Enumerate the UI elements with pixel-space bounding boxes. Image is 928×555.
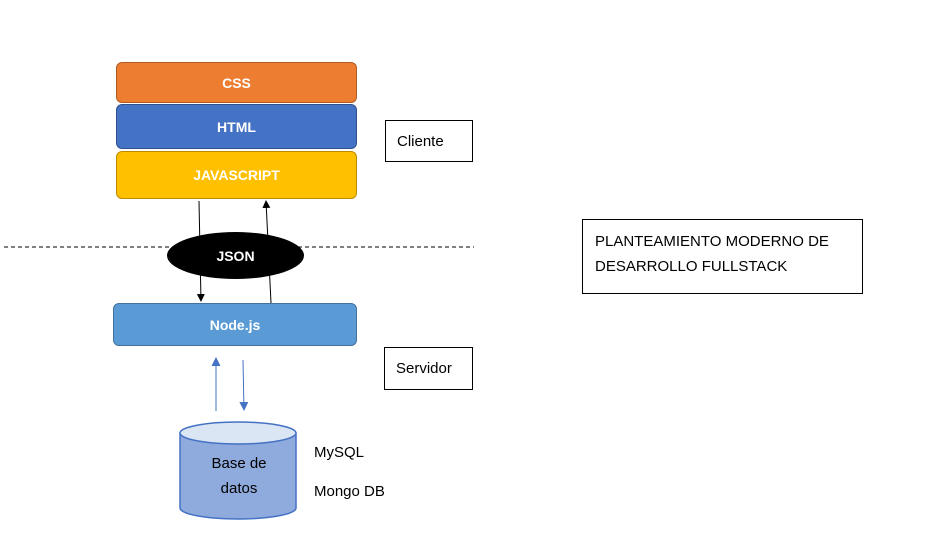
nodejs-layer: Node.js <box>113 303 357 346</box>
json-ellipse: JSON <box>167 232 304 279</box>
json-label: JSON <box>216 247 255 264</box>
nodejs-label: Node.js <box>209 316 261 333</box>
database-label: Base de datos <box>182 451 296 501</box>
javascript-label: JAVASCRIPT <box>193 167 280 183</box>
database-label-line2: datos <box>220 480 258 497</box>
html-label: HTML <box>217 118 256 135</box>
javascript-layer: JAVASCRIPT <box>116 151 357 199</box>
title-box: PLANTEAMIENTO MODERNO DE DESARROLLO FULL… <box>582 219 863 294</box>
cliente-label: Cliente <box>397 132 444 150</box>
database-label-line1: Base de <box>211 455 267 472</box>
css-layer: CSS <box>116 62 357 103</box>
db-engine-mongodb: Mongo DB <box>314 483 385 500</box>
database-cylinder-icon <box>179 421 297 520</box>
html-layer: HTML <box>116 104 357 149</box>
servidor-label-box: Servidor <box>384 347 473 390</box>
servidor-label: Servidor <box>396 360 452 377</box>
diagram-title: PLANTEAMIENTO MODERNO DE DESARROLLO FULL… <box>595 233 829 275</box>
node-to-db-arrow <box>239 359 249 411</box>
cliente-label-box: Cliente <box>385 120 473 162</box>
css-label: CSS <box>222 74 251 91</box>
db-engine-mysql: MySQL <box>314 444 365 461</box>
